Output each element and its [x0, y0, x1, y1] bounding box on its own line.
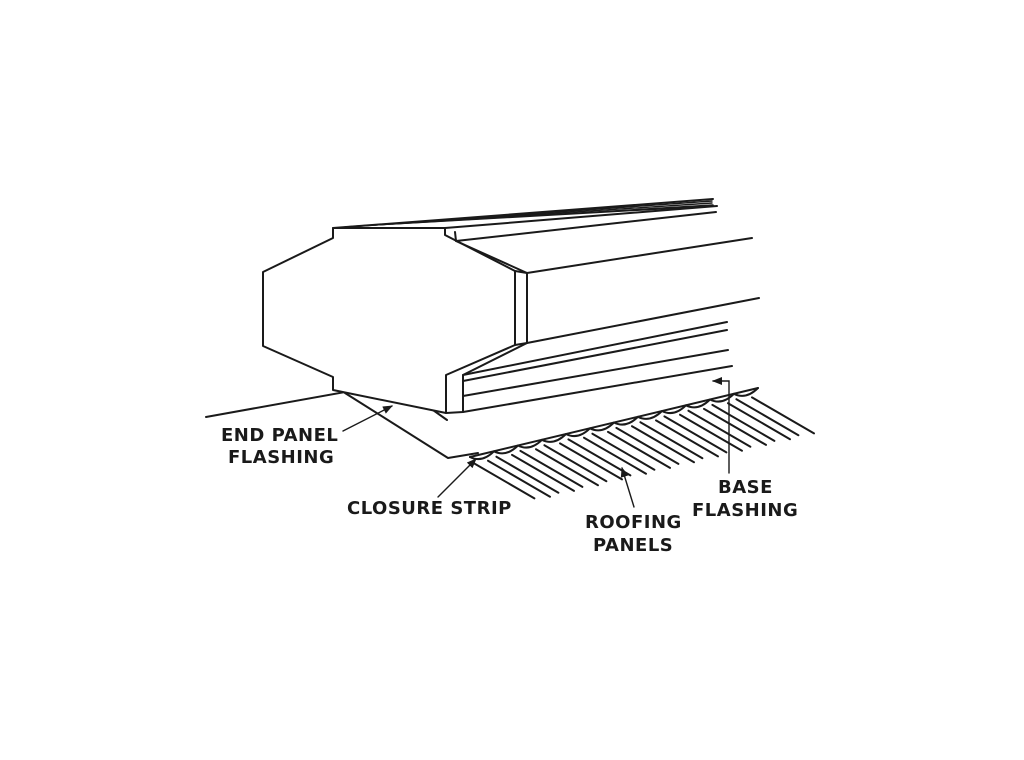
panel-rib-line [631, 425, 695, 464]
panel-rib-line [591, 432, 656, 471]
ridge-end-face [262, 227, 516, 414]
panel-rib-line [535, 448, 599, 487]
panel-rib-line [559, 442, 623, 481]
base-flashing-line1: BASE [718, 477, 773, 498]
panel-rib-line [735, 398, 800, 437]
ridge-side-body [332, 198, 760, 414]
panel-rib-line [663, 415, 728, 454]
end-panel-flashing-leader [342, 405, 393, 432]
closure-strip-leader [437, 458, 477, 498]
label-closure-strip: CLOSURE STRIP [347, 458, 512, 519]
panel-rib-line [471, 461, 536, 500]
panel-rib-line [511, 453, 575, 492]
panel-rib-line [727, 402, 791, 441]
end-panel-flashing-line1: END PANEL [221, 425, 338, 446]
roofing-panels-line2: PANELS [593, 535, 673, 556]
panel-rib-line [495, 455, 560, 494]
roofing-panel-ribs [471, 396, 815, 500]
base-flashing-leader [712, 377, 730, 474]
panel-rib-line [655, 419, 719, 458]
panel-rib-line [687, 409, 752, 448]
roofing-panels-leader [620, 467, 635, 508]
panel-rib-line [615, 426, 680, 465]
panel-rib-line [487, 459, 551, 498]
closure-strip-shape [469, 387, 759, 461]
end-panel-flashing-line2: FLASHING [228, 447, 334, 468]
panel-rib-line [519, 449, 584, 488]
label-base-flashing: BASE FLASHING [692, 377, 798, 521]
panel-rib-line [751, 396, 815, 435]
panel-rib-line [639, 421, 704, 460]
panel-rib-line [679, 413, 743, 452]
base-flashing-line2: FLASHING [692, 500, 798, 521]
panel-rib-line [711, 403, 776, 442]
panel-rib-line [543, 444, 608, 483]
panel-rib-line [607, 430, 671, 469]
panel-rib-line [567, 438, 632, 477]
roofing-panels-line1: ROOFING [585, 512, 682, 533]
label-end-panel-flashing: END PANEL FLASHING [221, 405, 393, 468]
closure-strip-text: CLOSURE STRIP [347, 498, 512, 519]
panel-rib-line [703, 407, 767, 446]
label-roofing-panels: ROOFING PANELS [585, 467, 682, 556]
panel-rib-line [583, 436, 647, 475]
